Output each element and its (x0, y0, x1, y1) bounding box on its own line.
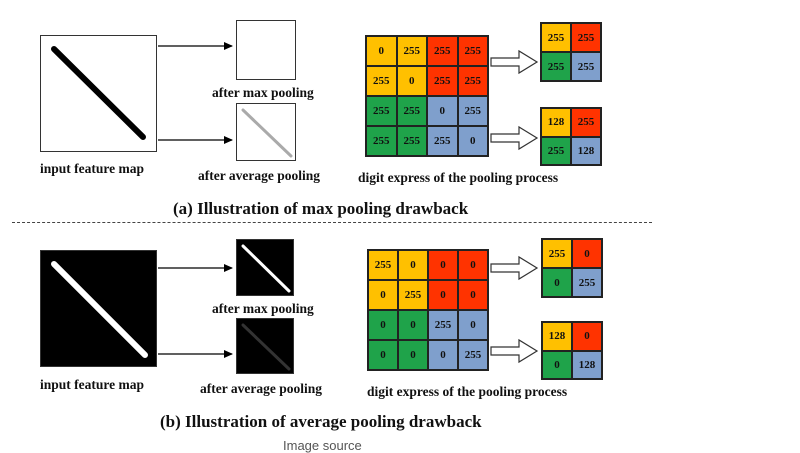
diagonal-line-b (51, 261, 148, 358)
grid-cell: 255 (571, 23, 601, 52)
grid-cell: 0 (368, 340, 398, 370)
grid-cell: 255 (572, 268, 602, 297)
grid-cell: 0 (368, 280, 398, 310)
diagonal-line-a (51, 46, 146, 140)
input-feature-map-a (40, 35, 157, 152)
grid-cell: 255 (396, 126, 427, 156)
grid-cell: 255 (366, 66, 397, 96)
grid-cell: 0 (398, 340, 428, 370)
grid-cell: 0 (398, 250, 428, 280)
grid-cell: 128 (541, 108, 571, 137)
faint-diagonal-b (241, 323, 291, 371)
grid-cell: 255 (368, 250, 398, 280)
input-label-a: input feature map (40, 161, 145, 176)
grid-cell: 255 (427, 126, 458, 156)
grid-cell: 0 (542, 350, 572, 379)
grid-cell: 255 (457, 66, 488, 96)
grid-cell: 255 (458, 340, 488, 370)
grid-cell: 0 (368, 310, 398, 340)
grid-cell: 0 (396, 66, 427, 96)
max-pooling-result-b (236, 239, 294, 296)
grid-cell: 255 (457, 36, 488, 66)
max-label-b: after max pooling (212, 301, 314, 316)
grid-cell: 0 (458, 310, 488, 340)
grid-cell: 128 (542, 322, 572, 351)
block-arrow-max-a (490, 49, 539, 75)
grid-cell: 0 (428, 280, 458, 310)
grid-cell: 255 (541, 52, 571, 81)
grid-cell: 255 (428, 310, 458, 340)
grid-cell: 0 (572, 239, 602, 268)
block-arrow-avg-b (490, 338, 539, 364)
avg-pooling-result-b (236, 318, 294, 374)
grid-cell: 255 (427, 66, 458, 96)
grid-cell: 0 (428, 250, 458, 280)
max-label-a: after max pooling (212, 85, 314, 100)
grid-cell: 0 (458, 250, 488, 280)
max-pooling-result-a (236, 20, 296, 80)
caption-a: (a) Illustration of max pooling drawback (173, 199, 469, 218)
grid-cell: 0 (427, 96, 458, 126)
grid-cell: 0 (366, 36, 397, 66)
gray-diagonal-a (241, 108, 293, 158)
grid-cell: 255 (571, 52, 601, 81)
grid-cell: 255 (398, 280, 428, 310)
grid-cell: 255 (396, 36, 427, 66)
grid-cell: 255 (541, 136, 571, 165)
grid-cell: 255 (457, 96, 488, 126)
grid-cell: 128 (572, 350, 602, 379)
grid-cell: 255 (541, 23, 571, 52)
input-feature-map-b (40, 250, 157, 367)
grid-cell: 0 (542, 268, 572, 297)
grid-label-a: digit express of the pooling process (358, 170, 559, 185)
grid-cell: 128 (571, 136, 601, 165)
grid-cell: 255 (542, 239, 572, 268)
grid-cell: 255 (396, 96, 427, 126)
block-arrow-avg-a (490, 125, 539, 151)
grid-cell: 0 (457, 126, 488, 156)
white-diagonal-b (241, 244, 291, 293)
avg-label-b: after average pooling (200, 381, 322, 396)
avg-pooling-result-a (236, 103, 296, 161)
avg-label-a: after average pooling (198, 168, 320, 183)
grid-cell: 0 (572, 322, 602, 351)
caption-b: (b) Illustration of average pooling draw… (160, 412, 482, 431)
input-label-b: input feature map (40, 377, 145, 392)
grid-cell: 255 (366, 126, 397, 156)
grid-cell: 255 (571, 108, 601, 137)
grid-cell: 0 (428, 340, 458, 370)
grid-label-b: digit express of the pooling process (367, 384, 568, 399)
block-arrow-max-b (490, 255, 539, 281)
section-divider (12, 222, 652, 223)
grid-cell: 255 (427, 36, 458, 66)
grid-cell: 0 (398, 310, 428, 340)
grid-cell: 0 (458, 280, 488, 310)
grid-cell: 255 (366, 96, 397, 126)
